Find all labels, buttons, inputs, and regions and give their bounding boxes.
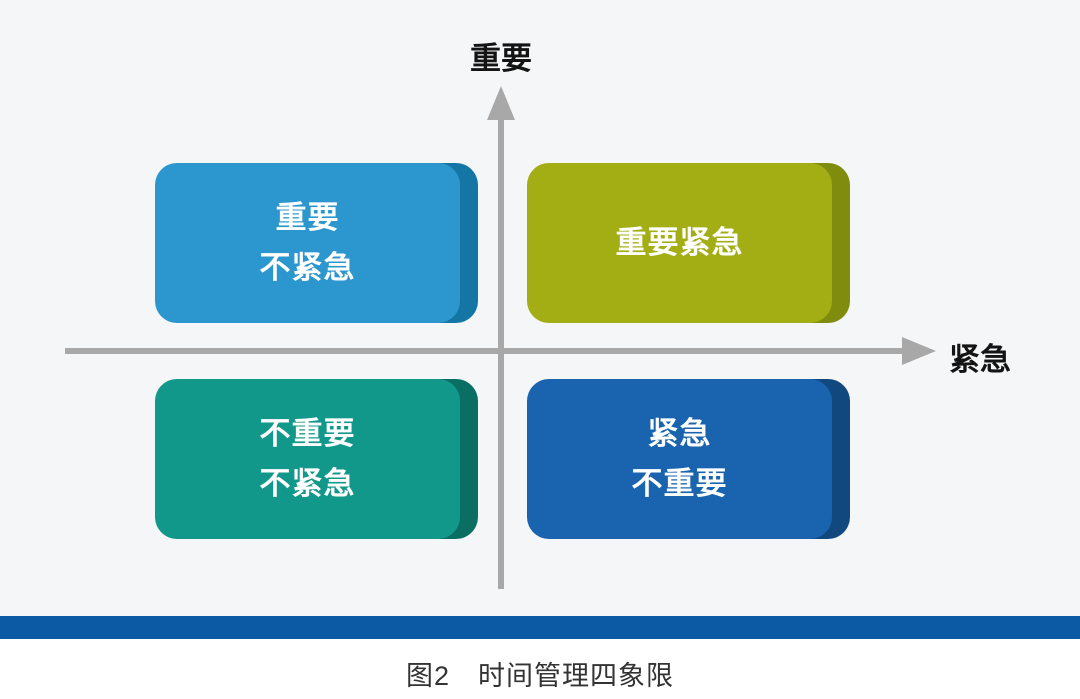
- vertical-axis-arrow: [487, 86, 515, 589]
- quadrant-not-important-not-urgent: 不重要 不紧急: [155, 379, 478, 539]
- x-axis-label: 紧急: [949, 342, 1011, 377]
- quadrant-important-urgent: 重要紧急: [527, 163, 850, 323]
- quadrant-text-line: 不紧急: [259, 250, 356, 285]
- quadrant-text-line: 不紧急: [259, 466, 356, 501]
- quadrant-important-not-urgent: 重要 不紧急: [155, 163, 478, 323]
- quadrant-face: 不重要 不紧急: [155, 379, 460, 539]
- quadrant-text-line: 紧急: [647, 416, 712, 451]
- divider-bar: [0, 616, 1080, 639]
- y-axis-label: 重要: [470, 41, 532, 76]
- quadrant-text-line: 重要紧急: [615, 225, 744, 260]
- horizontal-axis-arrow: [65, 337, 936, 365]
- quadrant-urgent-not-important: 紧急 不重要: [527, 379, 850, 539]
- quadrant-face: 紧急 不重要: [527, 379, 832, 539]
- quadrant-face: 重要 不紧急: [155, 163, 460, 323]
- figure-caption: 图2 时间管理四象限: [405, 661, 675, 691]
- quadrant-face: 重要紧急: [527, 163, 832, 323]
- quadrant-text-line: 不重要: [259, 416, 356, 451]
- quadrant-text-line: 不重要: [631, 466, 728, 501]
- quadrant-text-line: 重要: [275, 200, 340, 235]
